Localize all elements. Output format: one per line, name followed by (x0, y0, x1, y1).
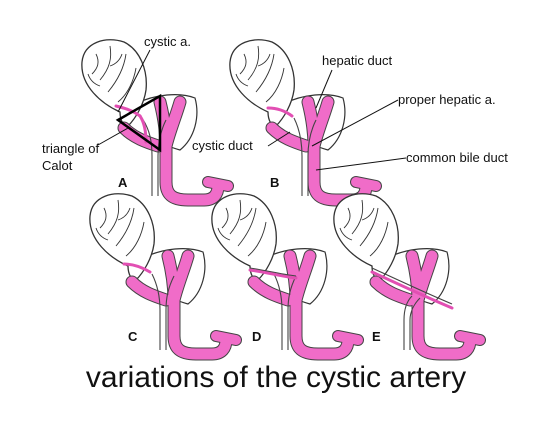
label-proper-hepatic-artery: proper hepatic a. (398, 92, 496, 107)
label-cystic-artery: cystic a. (144, 34, 191, 49)
leader-hepatic-duct (315, 69, 333, 109)
panel-a (82, 40, 228, 200)
label-common-bile-duct: common bile duct (406, 150, 508, 165)
triangle-of-calot-outline (115, 93, 162, 153)
panel-c (90, 194, 236, 354)
diagram-title: variations of the cystic artery (86, 361, 466, 394)
panel-b (230, 40, 376, 200)
label-triangle-line1: triangle of (42, 141, 99, 156)
panel-letter-e: E (372, 329, 381, 344)
leader-triangle (97, 127, 129, 146)
leader-cystic-artery (117, 49, 151, 113)
panel-d (212, 194, 358, 354)
panel-letter-b: B (270, 175, 279, 190)
panel-letter-d: D (252, 329, 261, 344)
panel-e (334, 194, 480, 354)
leader-cystic-duct (267, 131, 291, 147)
label-cystic-duct: cystic duct (192, 138, 253, 153)
leader-proper-hepatic-artery (311, 99, 399, 147)
panel-letter-c: C (128, 329, 138, 344)
label-hepatic-duct: hepatic duct (322, 53, 392, 68)
leader-common-bile-duct (315, 157, 407, 171)
panel-letter-a: A (118, 175, 128, 190)
label-triangle-line2: Calot (42, 158, 73, 173)
